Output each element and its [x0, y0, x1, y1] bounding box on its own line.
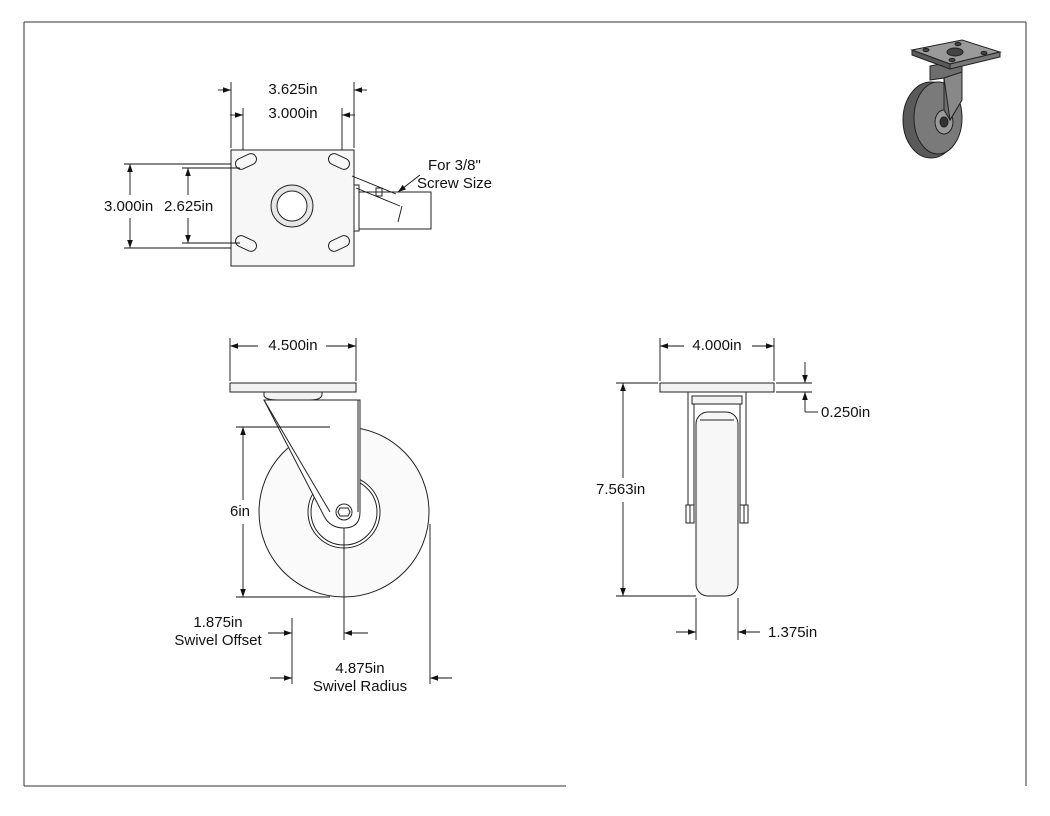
sheet-border	[23, 21, 1027, 787]
top-view-plate	[230, 149, 432, 267]
note-screw-size-line1: For 3/8"	[428, 157, 481, 174]
dim-label-side-plate-width: 4.500in	[268, 337, 318, 354]
dim-label-plate-thickness: 0.250in	[821, 404, 871, 421]
dim-label-top-outer-width: 3.625in	[268, 81, 318, 98]
dim-label-wheel-diameter: 6in	[230, 503, 251, 520]
front-view-dimensions	[616, 338, 818, 640]
note-screw-size-line2: Screw Size	[417, 175, 493, 192]
dim-label-top-slot-width: 3.000in	[268, 105, 318, 122]
dim-label-wheel-width: 1.375in	[768, 624, 818, 641]
dim-label-swivel-offset-value: 1.875in	[193, 614, 243, 631]
side-view-caster	[229, 382, 430, 598]
dim-label-swivel-radius-value: 4.875in	[335, 660, 385, 677]
dim-label-overall-height: 7.563in	[596, 481, 646, 498]
dim-label-swivel-offset-text: Swivel Offset	[174, 632, 262, 649]
dim-label-swivel-radius-text: Swivel Radius	[312, 678, 408, 695]
caster-isometric-icon	[902, 39, 1002, 159]
top-view-dimensions	[124, 82, 421, 249]
dim-label-front-plate-width: 4.000in	[692, 337, 742, 354]
dim-label-top-slot-height: 2.625in	[164, 198, 214, 215]
dim-label-top-outer-height: 3.000in	[104, 198, 154, 215]
front-view-caster	[659, 382, 775, 597]
side-view-dimensions	[229, 338, 452, 684]
